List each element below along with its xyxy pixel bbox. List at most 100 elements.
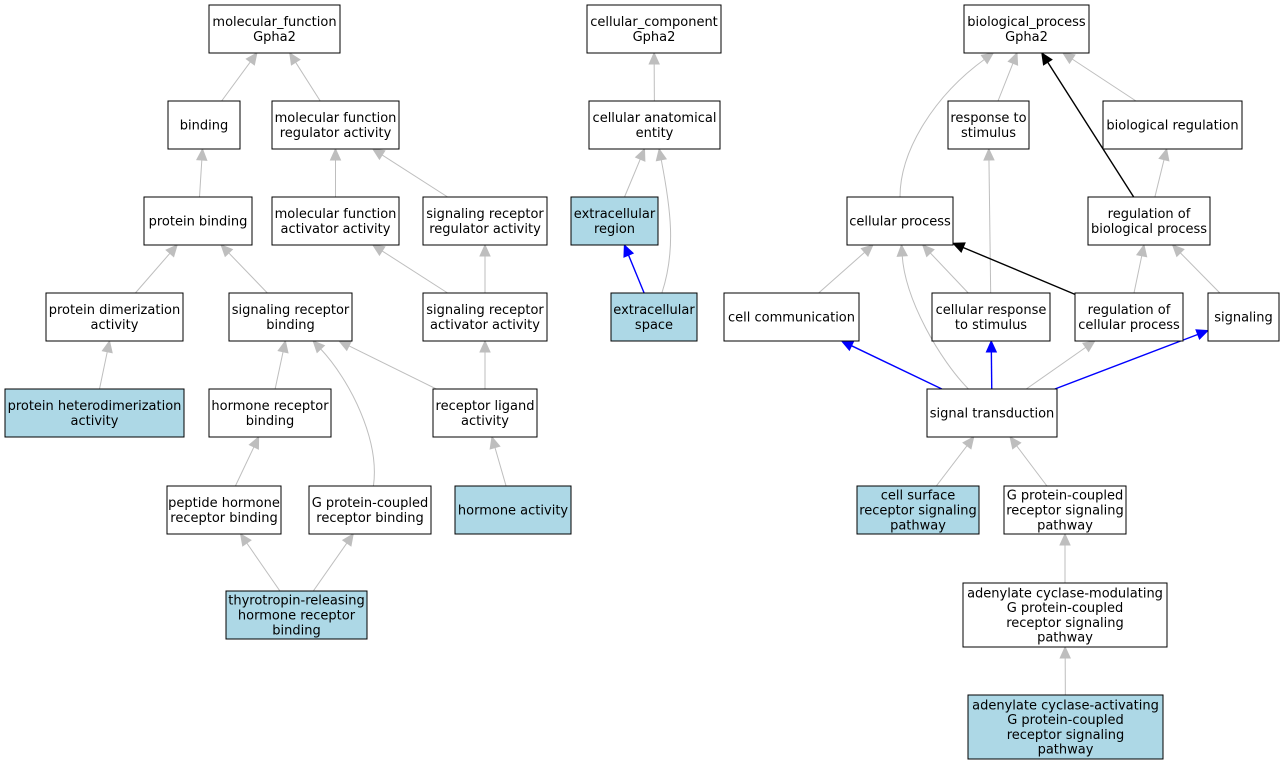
go-term-node-cell-proc[interactable]: cellular process [846,196,954,246]
node-label-line: regulation of [1108,207,1191,222]
edge-line [227,251,268,294]
edge-line [319,347,375,487]
node-label-line: pathway [890,518,946,533]
edge-part-of [840,340,943,390]
edge-line [988,158,992,294]
edge-line [1054,333,1199,390]
node-label-line: receptor signaling [1007,728,1125,743]
edge-arrowhead [1059,532,1071,546]
edge-line [997,62,1014,102]
go-term-node-cell-comm[interactable]: cell communication [723,292,860,342]
node-label-line: biological regulation [1106,119,1238,134]
edge-arrowhead [983,147,995,161]
node-box [166,485,282,535]
node-label-line: receptor ligand [436,399,535,414]
edge-is-a [196,147,208,198]
node-label-line: thyrotropin-releasing [228,594,364,609]
node-label-line: molecular function [275,111,397,126]
node-label-line: pathway [1037,518,1093,533]
node-label-line: binding [272,623,320,638]
edge-line [381,249,448,294]
edge-is-a [371,148,448,198]
node-box [432,388,538,438]
node-label-line: hormone receptor [211,399,329,414]
edge-is-a [312,340,375,487]
node-box [926,388,1058,438]
edge-arrowhead [634,147,646,162]
edge-line [850,344,943,390]
node-label-line: cellular response [936,303,1047,318]
edge-is-a [983,147,995,294]
edge-arrowhead [655,147,668,162]
edge-line [818,251,866,294]
node-box [225,590,368,640]
node-label-line: hormone activity [458,504,569,519]
edge-arrowhead [962,436,975,450]
edge-is-a [935,436,975,487]
node-label-line: cellular anatomical [593,111,717,126]
edge-line [899,58,986,198]
node-label-line: signaling receptor [232,303,350,318]
go-term-node-prot-binding[interactable]: protein binding [143,196,253,246]
edge-arrowhead [1061,52,1076,65]
edge-line [660,158,672,294]
go-term-node-sig-trans[interactable]: signal transduction [926,388,1058,438]
edge-arrowhead [277,339,289,354]
edge-arrowhead [1171,244,1185,258]
go-term-node-horm-act[interactable]: hormone activity [454,485,572,535]
edge-line [627,253,645,294]
edge-line [312,541,348,592]
node-label-line: regulator activity [280,126,392,141]
edge-arrowhead [245,52,258,66]
edge-arrowhead [980,52,995,65]
edge-line [1071,58,1137,102]
edge-is-a [234,435,260,487]
node-label-line: cell communication [728,311,855,326]
edge-arrowhead [648,51,660,65]
node-box [1207,292,1280,342]
node-box [846,196,954,246]
edge-line [1133,254,1143,294]
go-term-node-signaling[interactable]: signaling [1207,292,1280,342]
node-label-line: adenylate cyclase-activating [972,698,1159,713]
node-label-line: signaling receptor [426,207,544,222]
go-term-node-bio-reg[interactable]: biological regulation [1102,100,1243,150]
edge-line [1046,61,1135,198]
node-label-line: activator activity [430,318,540,333]
node-box [308,485,432,535]
edge-line [294,61,321,102]
edge-arrowhead [1009,436,1022,450]
node-label-line: to stimulus [955,318,1027,333]
edge-line [1025,346,1087,390]
edge-line [624,158,642,198]
go-term-node-binding[interactable]: binding [167,100,241,150]
edge-is-a [896,243,969,390]
edge-line [99,350,108,390]
